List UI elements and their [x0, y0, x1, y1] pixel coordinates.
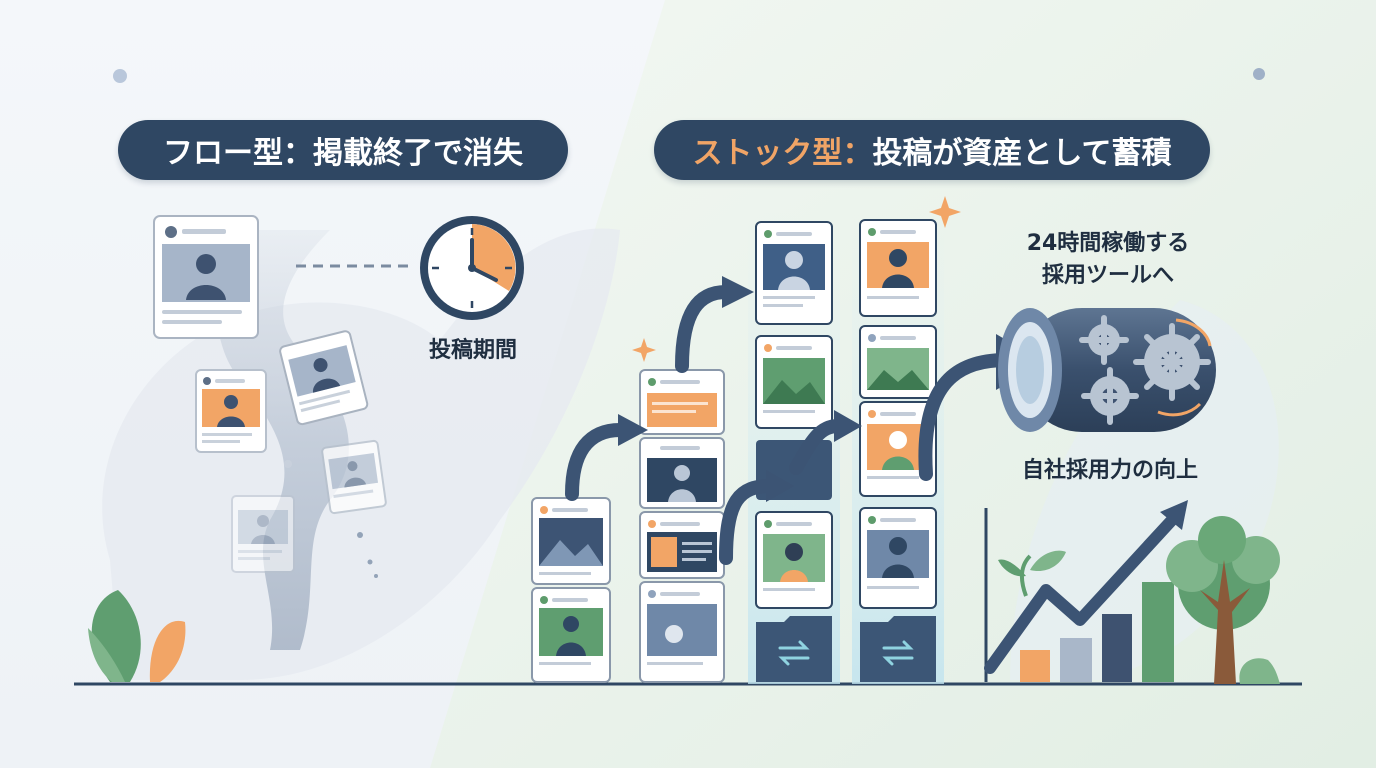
recruiting-tool-label: 24時間稼働する 採用ツールへ — [988, 228, 1228, 292]
flow-title-separator: ： — [283, 136, 313, 171]
flow-post-orange — [195, 369, 267, 453]
flow-post-tilted — [279, 330, 369, 426]
flow-type-title: フロー型：掲載終了で消失 — [118, 120, 568, 180]
stock-type-name: ストック型 — [692, 136, 843, 171]
flow-type-name: フロー型 — [163, 136, 283, 171]
growth-chart-icon — [984, 500, 1188, 682]
stock-column-1 — [531, 497, 611, 683]
tree-icon — [1166, 516, 1280, 684]
posting-period-label: 投稿期間 — [428, 338, 517, 363]
sparkle-icon — [632, 196, 961, 362]
stock-column-4 — [859, 219, 937, 682]
clock-icon — [420, 216, 524, 320]
stock-arrows — [565, 285, 1013, 565]
stock-title-separator: ： — [842, 136, 873, 171]
recruiting-tool-line-2: 採用ツールへ — [1041, 263, 1174, 288]
flow-post-fading-2 — [231, 495, 295, 573]
recruiting-power-label: 自社採用力の向上 — [1021, 458, 1198, 483]
stock-type-description: 投稿が資産として蓄積 — [872, 136, 1172, 171]
flow-post-fading-1 — [321, 439, 387, 515]
flow-type-description: 掲載終了で消失 — [313, 136, 523, 171]
flow-post-main — [153, 215, 259, 339]
stock-column-2 — [639, 369, 725, 683]
recruiting-tool-line-1: 24時間稼働する — [1026, 231, 1190, 256]
gear-machine-icon — [998, 308, 1216, 432]
plant-left — [88, 590, 186, 682]
stock-type-title: ストック型：投稿が資産として蓄積 — [654, 120, 1210, 180]
